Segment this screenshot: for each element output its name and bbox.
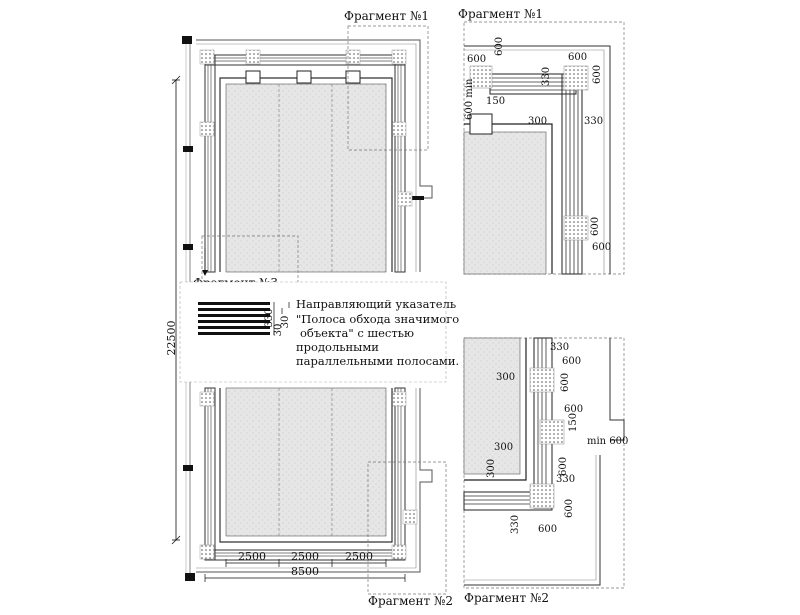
stripe-width: 30: [280, 316, 291, 329]
detail-fragment-1: Фрагмент №1 600 600 600 600 330 150 600 …: [458, 7, 625, 275]
fragment-2-label: Фрагмент №2: [368, 594, 453, 608]
overall-height-dimension: 22500: [165, 321, 178, 356]
detail2-dim-600-b: 600: [560, 373, 571, 392]
detail2-dim-330-c: 330: [510, 515, 521, 534]
detail1-dim-600-c: 600: [568, 52, 587, 63]
detail2-dim-600-a: 600: [562, 356, 581, 367]
wall-marker: [185, 573, 195, 581]
detail1-dim-600-min: 600 min: [464, 78, 475, 120]
detail1-dim-600-b: 600: [494, 37, 505, 56]
legend-text-line-3: объекта" с шестью: [300, 326, 414, 340]
detail1-dim-600-a: 600: [467, 54, 486, 65]
main-plan: 22500 2500 2500 2500 8500 Фрагмент №1 Фр…: [165, 9, 453, 608]
stripe-gap: 30: [273, 324, 284, 337]
stripe-band-width: 330: [264, 308, 275, 327]
detail2-dim-600-e: 600: [564, 499, 575, 518]
legend-text-line-4: продольными: [296, 340, 379, 354]
detail1-dim-600-d: 600: [592, 65, 603, 84]
detail2-dim-min-600: min 600: [587, 436, 628, 447]
legend-text-line-1: Направляющий указатель: [296, 297, 456, 311]
legend-text-line-2: "Полоса обхода значимого: [296, 312, 459, 326]
detail2-dim-300-b: 300: [494, 442, 513, 453]
detail1-dim-330-b: 330: [584, 116, 603, 127]
detail2-dim-300-c: 300: [486, 459, 497, 478]
bay-2-dimension: 2500: [291, 550, 319, 563]
detail1-dim-330-a: 330: [541, 67, 552, 86]
detail-fragment-2-label: Фрагмент №2: [464, 591, 549, 605]
detail1-dim-150: 150: [486, 96, 505, 107]
detail1-dim-300: 300: [528, 116, 547, 127]
wall-marker: [183, 146, 193, 152]
wall-marker: [183, 465, 193, 471]
fragment-1-label: Фрагмент №1: [344, 9, 429, 23]
detail1-dim-600-f: 600: [592, 242, 611, 253]
six-stripe-guide-swatch: [198, 302, 270, 335]
detail2-dim-150: 150: [568, 413, 579, 432]
wall-marker: [182, 36, 192, 44]
bay-3-dimension: 2500: [345, 550, 373, 563]
detail-fragment-2: Фрагмент №2 330 600 300 600 600 150 min …: [463, 337, 628, 605]
total-width-dimension: 8500: [291, 565, 319, 578]
detail-fragment-1-label: Фрагмент №1: [458, 7, 543, 21]
detail2-dim-330-b: 330: [556, 474, 575, 485]
bay-1-dimension: 2500: [238, 550, 266, 563]
detail2-dim-600-f: 600: [538, 524, 557, 535]
detail2-dim-330-a: 330: [550, 342, 569, 353]
detail2-dim-600-d: 600: [558, 457, 569, 476]
legend-text-line-5: параллельными полосами.: [296, 354, 459, 368]
detail1-dim-600-e: 600: [590, 217, 601, 236]
detail2-dim-600-c: 600: [564, 404, 583, 415]
wall-marker: [183, 244, 193, 250]
legend-callout: 330 30 30 Направляющий указатель "Полоса…: [179, 281, 459, 383]
detail2-dim-300-a: 300: [496, 372, 515, 383]
